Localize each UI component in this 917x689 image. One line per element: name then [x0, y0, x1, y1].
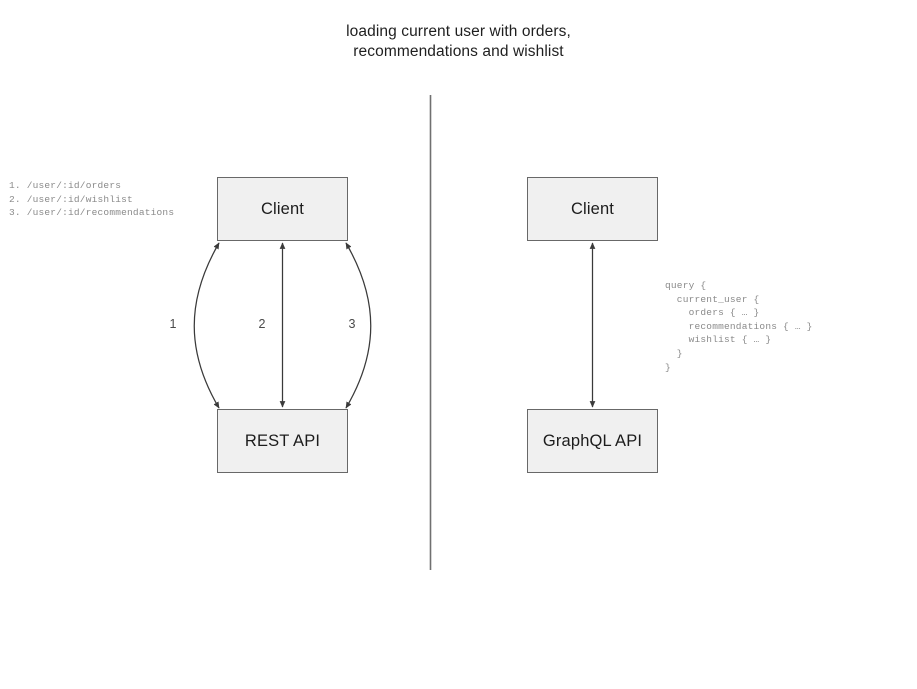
rest-edge-3 — [345, 242, 372, 409]
graphql-query-snippet: query { current_user { orders { … } reco… — [665, 280, 813, 373]
edge-label-1: 1 — [169, 317, 177, 331]
node-graphql-api-label: GraphQL API — [542, 431, 643, 450]
rest-endpoint-list: 1. /user/:id/orders 2. /user/:id/wishlis… — [9, 180, 175, 219]
page-title: loading current user with orders, recomm… — [346, 23, 571, 60]
node-rest-api-label: REST API — [244, 431, 321, 450]
node-graphql-client[interactable]: Client — [527, 177, 658, 241]
node-graphql-client-label: Client — [570, 199, 615, 218]
rest-edge-1 — [193, 242, 220, 409]
node-rest-api[interactable]: REST API — [217, 409, 348, 473]
edge-label-3: 3 — [348, 317, 356, 331]
edge-label-2: 2 — [258, 317, 266, 331]
node-graphql-api[interactable]: GraphQL API — [527, 409, 658, 473]
node-rest-client-label: Client — [260, 199, 305, 218]
node-rest-client[interactable]: Client — [217, 177, 348, 241]
